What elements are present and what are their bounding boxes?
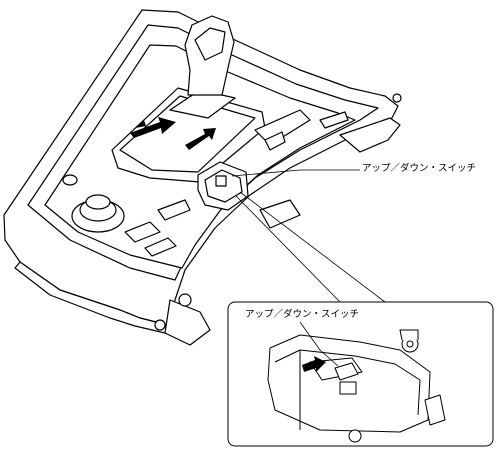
inset-leader-line [299, 321, 339, 367]
direction-arrows [130, 117, 216, 150]
inset-arrow [302, 356, 326, 372]
up-down-switch-label: アップ／ダウン・スイッチ [362, 163, 477, 174]
center-console [3, 9, 402, 346]
zoom-connector [235, 191, 386, 303]
inset-up-down-switch-label: アップ／ダウン・スイッチ [245, 309, 360, 320]
main-leader-line [231, 169, 360, 177]
